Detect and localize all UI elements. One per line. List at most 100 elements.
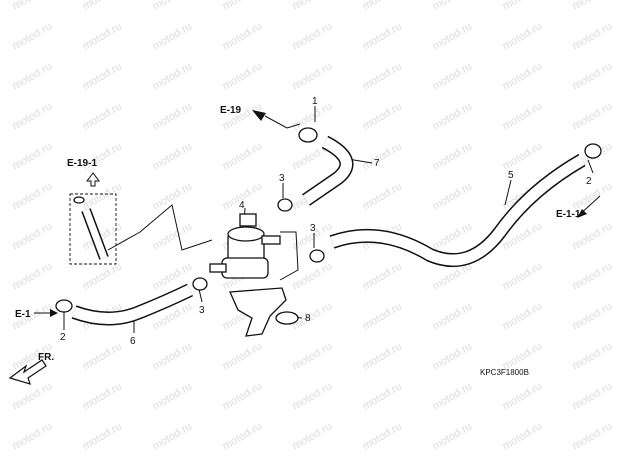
watermark-text: motod.ru (501, 300, 545, 332)
callout-6: 6 (130, 336, 136, 347)
watermark-text: motod.ru (571, 380, 615, 412)
watermark-text: motod.ru (571, 420, 615, 452)
watermark-text: motod.ru (151, 0, 195, 13)
watermark-text: motod.ru (431, 180, 475, 212)
ref-e1-1: E-1-1 (556, 209, 581, 220)
callout-2-right: 2 (586, 176, 592, 187)
watermark-text: motod.ru (11, 100, 55, 132)
up-arrow-icon (86, 172, 100, 187)
watermark-text: motod.ru (571, 260, 615, 292)
watermark-text: motod.ru (81, 340, 125, 372)
watermark-text: motod.ru (81, 180, 125, 212)
watermark-text: motod.ru (431, 60, 475, 92)
arrow-e1-1 (577, 209, 587, 218)
zigzag-left (107, 204, 213, 251)
clamp-3c (192, 277, 208, 291)
valve-port-left (209, 263, 227, 273)
watermark-text: motod.ru (501, 60, 545, 92)
watermark-text: motod.ru (291, 420, 335, 452)
small-tube (69, 172, 117, 265)
arrow-e19 (252, 110, 266, 121)
clamp-1 (298, 127, 318, 143)
watermark-text: motod.ru (221, 20, 265, 52)
clamp-2-left (55, 299, 73, 313)
watermark-text: motod.ru (221, 140, 265, 172)
watermark-text: motod.ru (11, 260, 55, 292)
watermark-text: motod.ru (291, 20, 335, 52)
watermark-text: motod.ru (571, 20, 615, 52)
front-arrow-icon (8, 359, 47, 385)
watermark-text: motod.ru (431, 380, 475, 412)
watermark-text: motod.ru (361, 140, 405, 172)
watermark-text: motod.ru (221, 60, 265, 92)
watermark-text: motod.ru (361, 380, 405, 412)
watermark-text: motod.ru (431, 100, 475, 132)
watermark-text: motod.ru (431, 20, 475, 52)
watermark-text: motod.ru (501, 380, 545, 412)
watermark-text: motod.ru (151, 380, 195, 412)
hose-5 (329, 153, 586, 268)
bracket-ring (275, 311, 299, 325)
watermark-text: motod.ru (11, 60, 55, 92)
watermark-text: motod.ru (361, 260, 405, 292)
watermark-text: motod.ru (81, 260, 125, 292)
front-marker-text: FR. (38, 352, 54, 363)
valve-port-right (261, 235, 281, 245)
callout-2-left: 2 (60, 332, 66, 343)
watermark-text: motod.ru (81, 20, 125, 52)
watermark-text: motod.ru (571, 180, 615, 212)
watermark-text: motod.ru (571, 300, 615, 332)
watermark-text: motod.ru (571, 100, 615, 132)
watermark-text: motod.ru (571, 340, 615, 372)
watermark-text: motod.ru (361, 100, 405, 132)
watermark-text: motod.ru (11, 140, 55, 172)
clamps (55, 127, 602, 313)
front-arrow: FR. (8, 352, 54, 385)
watermark-text: motod.ru (11, 180, 55, 212)
watermark-text: motod.ru (81, 100, 125, 132)
watermark-text: motod.ru (431, 140, 475, 172)
watermark-text: motod.ru (221, 340, 265, 372)
watermark-text: motod.ru (361, 60, 405, 92)
callout-3c: 3 (199, 305, 205, 316)
watermark-text: motod.ru (151, 60, 195, 92)
ref-e19-1: E-19-1 (67, 158, 97, 169)
watermark-text: motod.ru (361, 20, 405, 52)
valve-top (227, 226, 265, 242)
watermark-text: motod.ru (431, 340, 475, 372)
bracket-8 (229, 287, 299, 337)
watermark-text: motod.ru (501, 100, 545, 132)
tube-box (69, 193, 117, 265)
callout-3b: 3 (310, 223, 316, 234)
watermark-text: motod.ru (11, 420, 55, 452)
watermark-text: motod.ru (151, 140, 195, 172)
watermark-text: motod.ru (151, 100, 195, 132)
watermark-text: motod.ru (11, 20, 55, 52)
arrow-e1 (50, 309, 58, 317)
watermark-text: motod.ru (81, 0, 125, 13)
hose-7 (302, 135, 354, 206)
watermark-text: motod.ru (11, 0, 55, 13)
leader-e19 (264, 115, 301, 129)
leader-2-right (587, 159, 594, 174)
watermark-text: motod.ru (151, 20, 195, 52)
air-valve (209, 213, 281, 279)
callout-3a: 3 (279, 173, 285, 184)
watermark-text: motod.ru (571, 60, 615, 92)
watermark-text: motod.ru (431, 420, 475, 452)
watermark-text: motod.ru (291, 380, 335, 412)
watermark-text: motod.ru (501, 20, 545, 52)
watermark-text: motod.ru (81, 420, 125, 452)
watermark-text: motod.ru (291, 260, 335, 292)
watermark-text: motod.ru (11, 380, 55, 412)
clamp-3b (309, 249, 325, 263)
callout-5: 5 (508, 170, 514, 181)
part-code: KPC3F1800B (480, 368, 529, 377)
watermark-text: motod.ru (291, 340, 335, 372)
callout-4: 4 (239, 200, 245, 211)
clamp-2-right (584, 143, 602, 159)
callout-1: 1 (312, 96, 318, 107)
leader-5 (504, 179, 512, 206)
